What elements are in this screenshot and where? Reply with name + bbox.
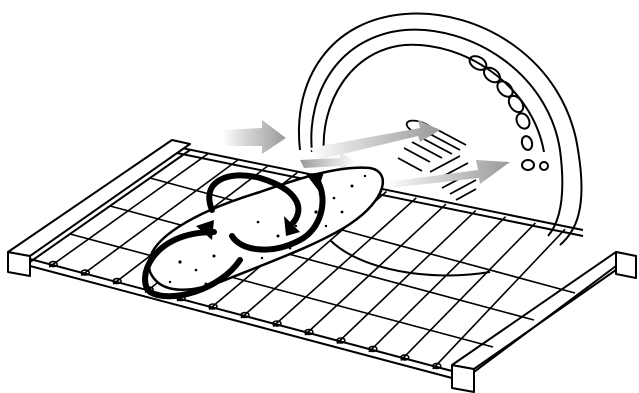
- potato-body: [149, 168, 383, 290]
- rack-right-post-side: [616, 252, 636, 278]
- baked-potato-icon: [149, 168, 383, 290]
- rack-right-post-top: [452, 252, 636, 369]
- fan-lower-curve: [330, 240, 490, 275]
- rack-right-rail: [474, 266, 616, 372]
- airflow-arrow-top: [222, 120, 286, 154]
